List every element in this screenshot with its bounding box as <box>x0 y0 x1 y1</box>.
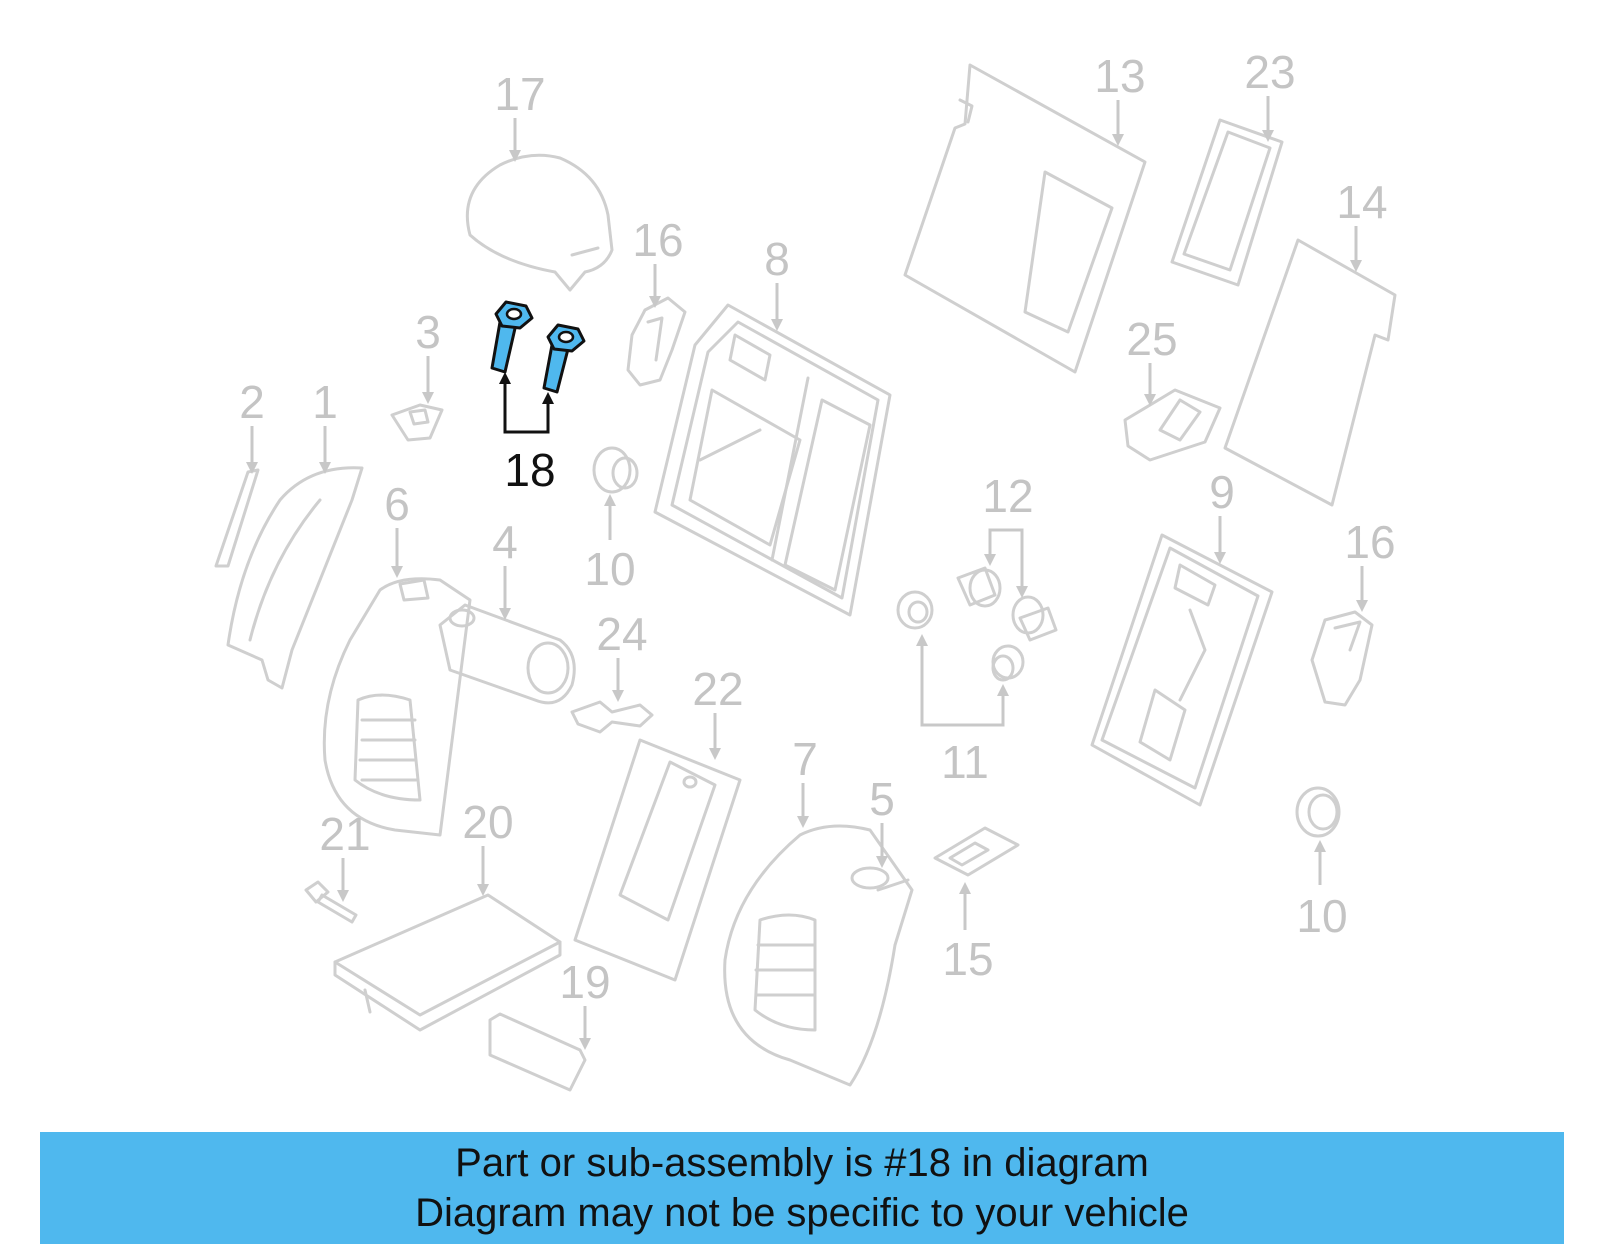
label-5: 5 <box>869 773 895 825</box>
part-2-trim-strip[interactable] <box>214 468 260 568</box>
part-7-seat-back-cover-right[interactable] <box>723 824 914 1087</box>
part-24-clip[interactable] <box>570 700 654 734</box>
part-8-seat-back-frame[interactable] <box>653 303 892 617</box>
label-19: 19 <box>559 956 610 1008</box>
label-7: 7 <box>792 733 818 785</box>
arrow-17 <box>509 150 521 162</box>
part-1-side-bolster[interactable] <box>226 466 364 690</box>
arrow-25 <box>1144 394 1156 406</box>
arrow-1 <box>319 462 331 474</box>
part-11-grommet-a[interactable] <box>896 590 934 630</box>
banner-line-2: Diagram may not be specific to your vehi… <box>415 1191 1189 1235</box>
part-21-bolt[interactable] <box>304 880 358 924</box>
part-16-bracket-right[interactable] <box>1310 610 1374 707</box>
leader-18 <box>503 378 550 434</box>
arrow-7 <box>797 816 809 828</box>
arrow-16a <box>649 296 661 308</box>
label-10b: 10 <box>1296 890 1347 942</box>
arrow-14 <box>1350 260 1362 272</box>
arrow-12b <box>1016 586 1028 598</box>
label-25: 25 <box>1126 313 1177 365</box>
part-6-seat-back-cover[interactable] <box>322 577 472 837</box>
label-23: 23 <box>1244 46 1295 98</box>
part-4-armrest[interactable] <box>438 603 576 705</box>
part-14-back-panel-right[interactable] <box>1223 238 1397 507</box>
label-20: 20 <box>462 796 513 848</box>
label-10a: 10 <box>584 543 635 595</box>
part-17-headrest[interactable] <box>465 153 614 292</box>
part-12-bushing-b[interactable] <box>1011 595 1058 642</box>
arrow-10a <box>604 494 616 506</box>
label-9: 9 <box>1209 466 1235 518</box>
arrow-15 <box>959 882 971 894</box>
leader-12 <box>988 528 1024 590</box>
arrow-11a <box>916 634 928 646</box>
label-24: 24 <box>596 608 647 660</box>
part-13-back-panel[interactable] <box>903 63 1147 374</box>
label-12: 12 <box>982 470 1033 522</box>
part-23-frame-insert[interactable] <box>1170 118 1284 287</box>
label-4: 4 <box>492 516 518 568</box>
label-8: 8 <box>764 233 790 285</box>
arrow-20 <box>477 884 489 896</box>
part-3-clip[interactable] <box>390 403 444 442</box>
part-19-trim-cover[interactable] <box>488 1012 587 1092</box>
arrow-11b <box>997 684 1009 696</box>
part-10-grommet-right[interactable] <box>1295 786 1341 838</box>
label-6: 6 <box>384 478 410 530</box>
part-10-grommet-left[interactable] <box>592 446 639 494</box>
part-11-grommet-b[interactable] <box>991 644 1025 682</box>
label-16a: 16 <box>632 214 683 266</box>
arrow-4 <box>499 608 511 620</box>
label-21: 21 <box>319 808 370 860</box>
arrow-5 <box>876 856 888 868</box>
arrow-18b <box>542 392 554 404</box>
arrow-23 <box>1262 130 1274 142</box>
part-18-guide-right[interactable] <box>542 323 586 394</box>
arrow-19 <box>579 1038 591 1050</box>
part-5-seat-belt-guide[interactable] <box>850 866 910 892</box>
part-25-latch-housing[interactable] <box>1123 388 1222 462</box>
label-13: 13 <box>1094 50 1145 102</box>
arrow-18a <box>499 372 511 384</box>
label-22: 22 <box>692 663 743 715</box>
arrow-24 <box>612 690 624 702</box>
info-banner: Part or sub-assembly is #18 in diagram D… <box>40 1132 1564 1244</box>
part-20-base-plate[interactable] <box>333 893 562 1032</box>
part-15-bracket-plate[interactable] <box>933 826 1020 877</box>
leader-11 <box>920 640 1005 727</box>
label-3: 3 <box>415 306 441 358</box>
arrow-21 <box>337 890 349 902</box>
label-18: 18 <box>504 444 555 496</box>
arrow-10b <box>1314 840 1326 852</box>
label-11: 11 <box>941 736 989 788</box>
label-1: 1 <box>312 376 338 428</box>
part-16-bracket-upper[interactable] <box>626 296 687 387</box>
arrow-8 <box>771 319 783 331</box>
label-15: 15 <box>942 933 993 985</box>
label-17: 17 <box>494 68 545 120</box>
part-12-bushing-a[interactable] <box>956 566 1002 608</box>
arrow-16b <box>1356 600 1368 612</box>
part-18-guide-left[interactable] <box>490 300 534 374</box>
arrow-13 <box>1112 134 1124 146</box>
banner-line-1: Part or sub-assembly is #18 in diagram <box>455 1141 1149 1185</box>
arrow-2 <box>246 462 258 474</box>
arrow-6 <box>391 566 403 578</box>
arrow-3 <box>422 392 434 404</box>
part-9-seat-back-frame-right[interactable] <box>1090 533 1274 807</box>
label-2: 2 <box>239 376 265 428</box>
part-22-panel[interactable] <box>573 738 742 982</box>
arrow-22 <box>709 748 721 760</box>
arrow-12a <box>984 554 996 566</box>
label-16b: 16 <box>1344 516 1395 568</box>
label-14: 14 <box>1336 176 1387 228</box>
arrow-9 <box>1214 552 1226 564</box>
